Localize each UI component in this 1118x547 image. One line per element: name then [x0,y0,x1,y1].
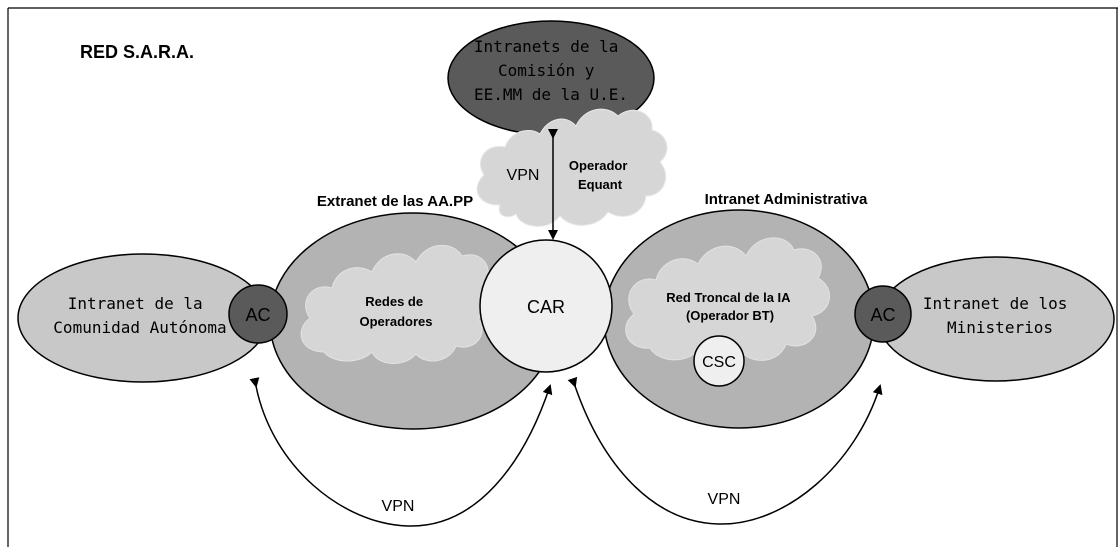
svg-text:Operador Equant: Operador Equant [569,158,631,192]
eu-intranets-line-3: EE.MM de la U.E. [474,85,628,104]
svg-text:Red Troncal de la IA (Op: Red Troncal de la IA (Operador BT) [666,290,793,323]
extranet-label: Extranet de las AA.PP [317,193,473,210]
comunidad-autonoma-node: Intranet de la Comunidad Autónoma [17,253,269,383]
equant-line-2: Equant [578,177,623,192]
svg-text:Intranets de la Comisión: Intranets de la Comisión y EE.MM de la U… [474,37,628,104]
vpn-right-arrow [567,376,883,525]
eu-intranets-line-1: Intranets de la [474,37,619,56]
redes-line-2: Operadores [360,314,433,329]
frame [7,7,1118,547]
ac-left-node: AC [228,284,288,344]
red-troncal-cloud: Red Troncal de la IA (Operador BT) [625,237,830,364]
svg-text:Redes de Operadores: Redes de Operadores [360,294,433,329]
vpn-left-label: VPN [382,498,415,515]
ministerios-line-2: Ministerios [947,318,1053,337]
troncal-line-2: (Operador BT) [686,308,774,323]
diagram-title: RED S.A.R.A. [80,42,194,62]
vpn-right-label: VPN [708,491,741,508]
vpn-left-arrow [249,377,553,527]
csc-node: CSC [693,335,745,387]
comunidad-line-2: Comunidad Autónoma [53,318,226,337]
eu-intranets-line-2: Comisión y [498,61,595,80]
comunidad-line-1: Intranet de la [68,294,203,313]
svg-text:Intranet de los Minister: Intranet de los Ministerios [923,294,1077,337]
ministerios-line-1: Intranet de los [923,294,1068,313]
ministerios-node: Intranet de los Ministerios [877,256,1115,382]
troncal-line-1: Red Troncal de la IA [666,290,791,305]
redes-operadores-cloud: Redes de Operadores [300,244,495,364]
car-label: CAR [527,297,565,317]
car-node: CAR [479,239,613,373]
csc-label: CSC [702,354,736,371]
intranet-administrativa-label: Intranet Administrativa [705,191,868,208]
redes-line-1: Redes de [365,294,423,309]
ac-right-node: AC [854,285,912,343]
svg-text:Intranet de la Comunidad: Intranet de la Comunidad Autónoma [53,294,226,337]
ac-left-label: AC [245,305,270,325]
eu-intranets-node: Intranets de la Comisión y EE.MM de la U… [447,20,655,136]
vpn-top-label: VPN [507,167,540,184]
operador-equant-cloud: Operador Equant [476,108,668,227]
equant-line-1: Operador [569,158,628,173]
ac-right-label: AC [870,305,895,325]
